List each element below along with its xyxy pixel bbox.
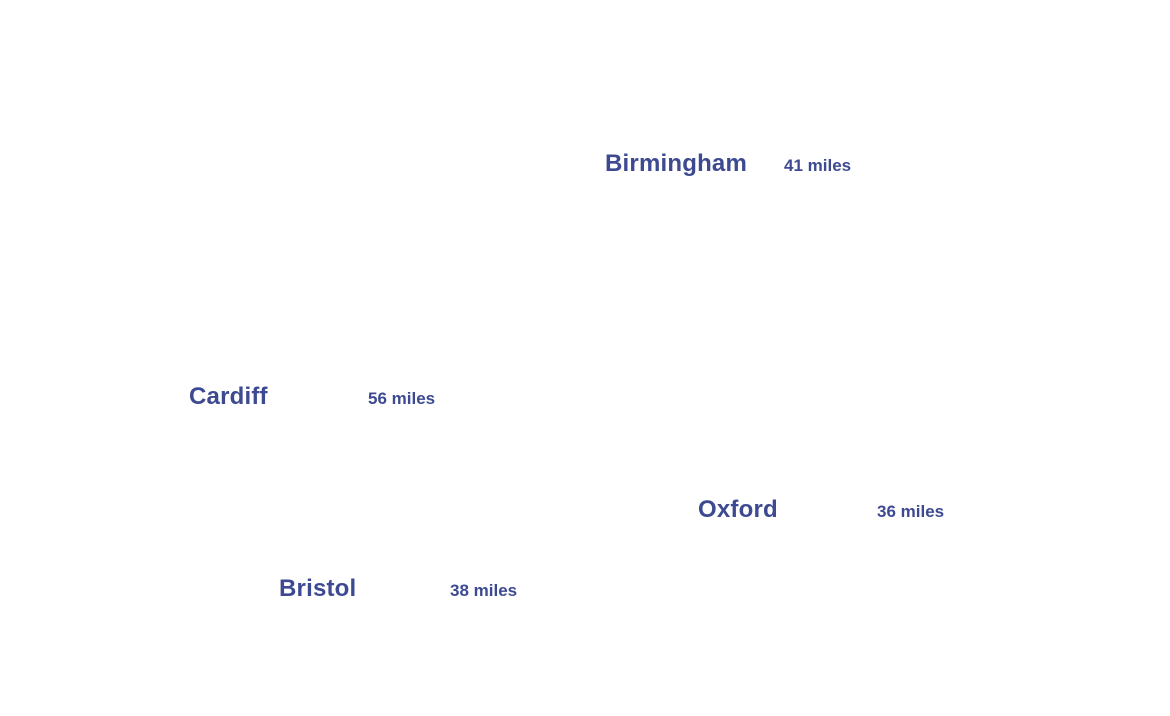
- city-distance: 56 miles: [368, 389, 436, 408]
- city-name: Oxford: [698, 496, 778, 523]
- city-distance: 41 miles: [784, 156, 852, 175]
- city-name: Birmingham: [605, 150, 748, 177]
- city-name: Cardiff: [189, 383, 268, 410]
- city-distance: 36 miles: [877, 502, 945, 521]
- city-name: Bristol: [279, 575, 357, 602]
- city-distance: 38 miles: [450, 581, 518, 600]
